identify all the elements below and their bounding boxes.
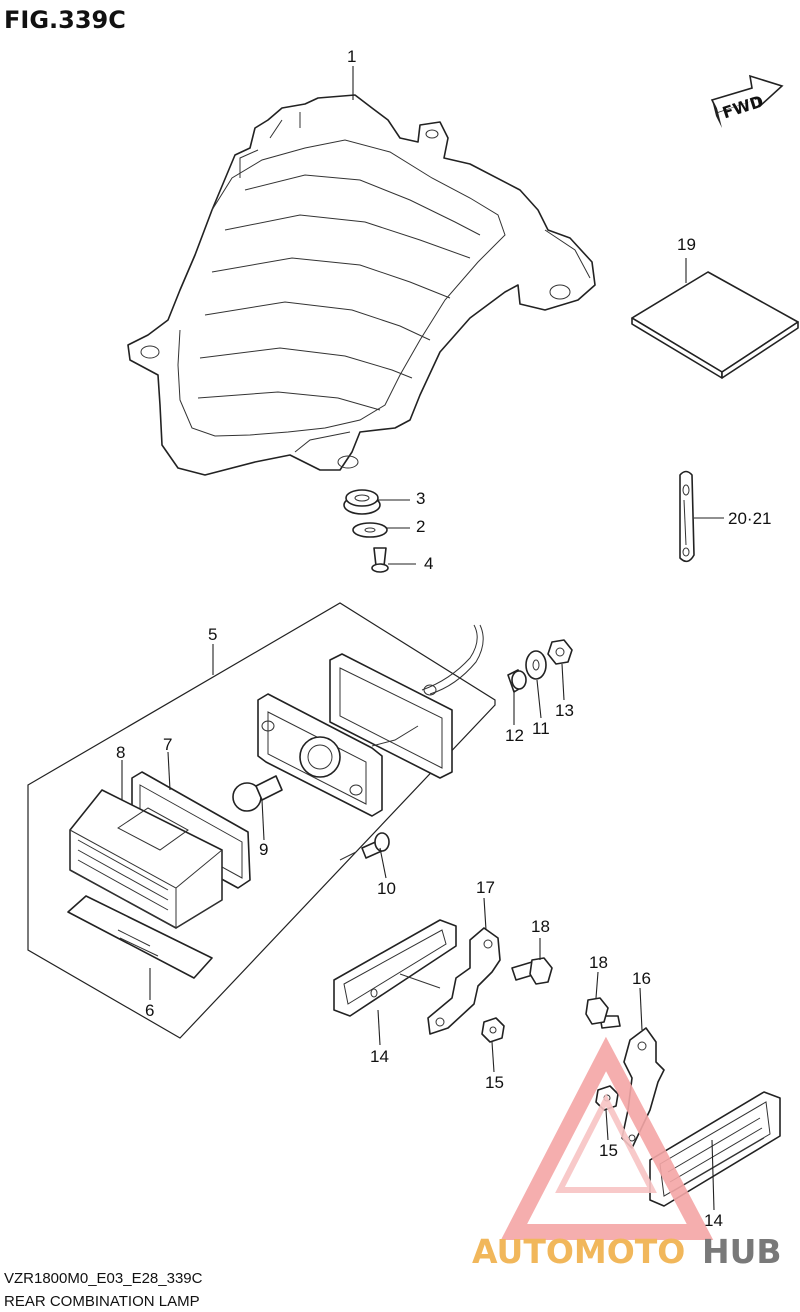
- callout-11: 11: [532, 719, 550, 738]
- lamp-assembly-frame: [27, 602, 496, 1039]
- watermark-logo: AUTOMOTO HUB: [472, 1036, 782, 1271]
- bolt-18b: [585, 997, 621, 1029]
- callout-6: 6: [145, 1001, 154, 1020]
- watermark-text-primary: AUTOMOTO: [472, 1232, 685, 1271]
- callout-17: 17: [476, 878, 495, 897]
- reflector-right: [649, 1091, 781, 1207]
- callout-4: 4: [424, 554, 433, 573]
- callout-3: 3: [416, 489, 425, 508]
- screw-10: [339, 832, 390, 861]
- callout-9: 9: [259, 840, 268, 859]
- triangle-logo-icon: [500, 1036, 714, 1240]
- sheet: [631, 271, 799, 379]
- bolt-18a: [511, 957, 553, 985]
- callout-20-21: 20·21: [728, 509, 771, 528]
- reflector-left: [333, 919, 457, 1017]
- callout-18a: 18: [531, 917, 550, 936]
- figure-name: REAR COMBINATION LAMP: [4, 1293, 200, 1310]
- callout-15a: 15: [485, 1073, 504, 1092]
- washer: [352, 522, 388, 538]
- nut-13: [547, 639, 573, 665]
- socket-holder: [257, 693, 419, 817]
- lens: [69, 789, 223, 929]
- callout-15b: 15: [599, 1141, 618, 1160]
- callout-12: 12: [505, 726, 524, 745]
- grommet: [343, 489, 381, 515]
- collar-12: [507, 669, 527, 693]
- figure-title: FIG.339C: [4, 6, 126, 34]
- callout-18b: 18: [589, 953, 608, 972]
- callout-7: 7: [163, 735, 172, 754]
- band: [679, 470, 695, 563]
- washer-11: [525, 650, 547, 680]
- lamp-base-plate: [329, 624, 484, 779]
- callout-1: 1: [347, 47, 356, 66]
- callout-19: 19: [677, 235, 696, 254]
- screw: [371, 547, 389, 573]
- callout-2: 2: [416, 517, 425, 536]
- leader-lines: [121, 66, 724, 1211]
- reflector-plate: [67, 895, 213, 979]
- tail-lamp-housing: [127, 94, 596, 476]
- figure-code: VZR1800M0_E03_E28_339C: [4, 1270, 203, 1287]
- callouts: 1 2 3 4 5 6 7 8 9 10 11 12 13 14 14 15 1…: [116, 47, 771, 1230]
- nut-15a: [481, 1017, 505, 1043]
- callout-10: 10: [377, 879, 396, 898]
- callout-13: 13: [555, 701, 574, 720]
- callout-14a: 14: [370, 1047, 389, 1066]
- bracket-17: [427, 927, 501, 1035]
- bulb: [232, 775, 283, 812]
- callout-16: 16: [632, 969, 651, 988]
- fwd-arrow-icon: FWD: [710, 74, 784, 128]
- watermark-text-secondary: HUB: [702, 1232, 782, 1271]
- callout-5: 5: [208, 625, 217, 644]
- callout-8: 8: [116, 743, 125, 762]
- callout-14b: 14: [704, 1211, 723, 1230]
